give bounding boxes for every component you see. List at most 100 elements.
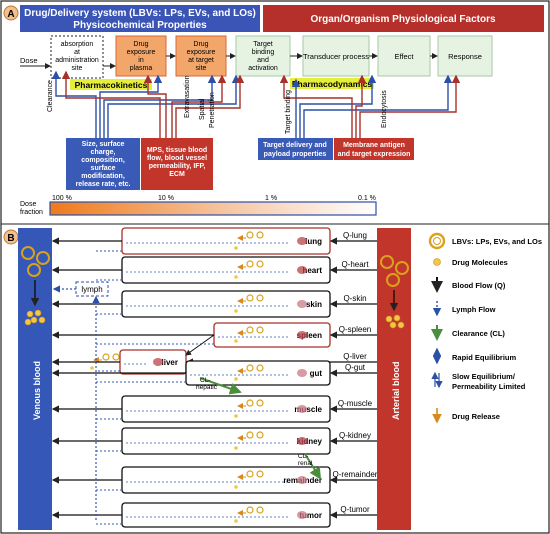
legend-item-6: Slow Equilibrium/Permeability Limited (431, 371, 526, 391)
flow-label-kidney: Q-kidney (339, 431, 371, 440)
lbv-icon (428, 232, 446, 250)
svg-text:at target: at target (188, 57, 214, 64)
lymph-label: lymph (81, 285, 102, 294)
svg-text:at: at (74, 49, 80, 56)
lung-organ-icon (297, 237, 307, 245)
lbv-icon (246, 326, 254, 334)
flow-label-liver: Q-liver (343, 352, 367, 361)
flow-label-muscle: Q-muscle (338, 399, 373, 408)
clearance-label: Clearance (47, 80, 54, 112)
venous-lbv-icons (21, 246, 50, 277)
legend-item-5: Rapid Equilibrium (432, 347, 516, 365)
membrane-antigen-text: Membrane antigen and target expression (338, 142, 411, 158)
legend-text-2: Blood Flow (Q) (452, 281, 506, 290)
legend-text-6-1: Permeability Limited (452, 382, 526, 391)
lbv-icon (112, 353, 120, 361)
drug-molecule-icon (234, 485, 238, 489)
cl-hepatic-label-2: hepatic (196, 384, 218, 391)
target-binding-box (235, 35, 291, 77)
endocytosis-label: Endocytosis (381, 90, 388, 128)
header-right-title: Organ/Organism Physiological Factors (310, 14, 495, 25)
lbv-icon (246, 260, 254, 268)
lbv-icon (256, 260, 264, 268)
organ-compartments: lungQ-lungheartQ-heartskinQ-skinspleenQ-… (51, 227, 378, 528)
slow-equilibrium-icon (431, 371, 443, 389)
panel-a-badge (3, 5, 19, 21)
cl-hepatic-arrow (199, 377, 242, 395)
legend-item-2: Blood Flow (Q) (431, 277, 506, 293)
svg-text:ECM: ECM (169, 171, 185, 178)
mps-text: MPS, tissue blood flow, blood vessel per… (147, 147, 207, 178)
svg-text:activation: activation (248, 65, 278, 72)
cl-renal-arrow (304, 453, 322, 480)
membrane-antigen-box (334, 138, 414, 160)
lbv-icon (256, 506, 264, 514)
svg-text:and target expression: and target expression (338, 151, 411, 158)
lbv-icon (246, 470, 254, 478)
drug-plasma-box (115, 35, 167, 77)
svg-text:site: site (72, 65, 83, 72)
venous-blood-column (18, 228, 52, 530)
organ-label-spleen: spleen (297, 331, 322, 340)
organ-lung: lung Q-lung (51, 227, 377, 255)
dose-label: Dose (20, 56, 38, 65)
drug-molecule-icon (234, 519, 238, 523)
lbv-icon (256, 294, 264, 302)
legend-text-5: Rapid Equilibrium (452, 353, 516, 362)
absorption-text: absorption at administration site (55, 41, 99, 72)
legend-text-1: Drug Molecules (452, 258, 508, 267)
target-binding-text: Target binding and activation (248, 41, 278, 72)
dose-fraction-gradient (49, 201, 377, 216)
response-text: Response (448, 52, 482, 61)
pharmacodynamics-label: Pharmacodynamics (292, 79, 373, 89)
legend-item-4: Clearance (CL) (431, 325, 505, 341)
organ-kidney: kidney Q-kidney (51, 427, 377, 455)
gut-organ-icon (297, 369, 307, 377)
spatial-label: Spatial (199, 98, 206, 120)
panel-b-label: B (7, 233, 14, 244)
drug-plasma-text: Drug exposure in plasma (127, 41, 156, 72)
penetration-label: Penetration (209, 92, 216, 128)
drug-molecule-icon (234, 309, 238, 313)
arterial-drug-dots (385, 314, 405, 329)
lbv-icon (256, 399, 264, 407)
drug-molecule-icon (433, 258, 441, 266)
svg-text:Membrane antigen: Membrane antigen (343, 142, 405, 149)
header-left (20, 5, 260, 32)
spleen-to-liver (185, 334, 215, 356)
size-charge-text: Size, surface charge, composition, surfa… (76, 141, 131, 188)
flow-label-gut: Q-gut (345, 363, 366, 372)
cl-hepatic-label-1: CL- (200, 377, 210, 384)
legend-item-0: LBVs: LPs, EVs, and LOs (428, 232, 542, 250)
drug-molecule-icon (234, 275, 238, 279)
svg-text:modification,: modification, (81, 173, 125, 180)
organ-label-lung: lung (305, 237, 322, 246)
drug-molecule-icon (90, 366, 94, 370)
flow-label-lung: Q-lung (343, 231, 367, 240)
target-delivery-text: Target delivery and payload properties (263, 142, 327, 158)
lbv-icon (256, 431, 264, 439)
drug-molecule-icon (234, 414, 238, 418)
svg-text:payload properties: payload properties (264, 151, 327, 158)
cl-renal-label-1: CL- (298, 453, 308, 460)
mps-box (141, 138, 213, 190)
heart-organ-icon (297, 266, 307, 274)
legend-item-1: Drug Molecules (433, 258, 508, 267)
flow-label-skin: Q-skin (343, 294, 366, 303)
svg-text:charge,: charge, (91, 149, 116, 156)
organ-label-kidney: kidney (297, 437, 323, 446)
drug-molecule-icon (234, 446, 238, 450)
liver-organ-icon (153, 358, 163, 366)
cl-renal-label-2: renal (298, 460, 313, 467)
lbv-icon (256, 470, 264, 478)
lbv-icon (246, 364, 254, 372)
lbv-icon (256, 231, 264, 239)
lbv-icon (256, 326, 264, 334)
svg-text:site: site (196, 65, 207, 72)
dose-fraction-label-1: Dose (20, 201, 36, 208)
